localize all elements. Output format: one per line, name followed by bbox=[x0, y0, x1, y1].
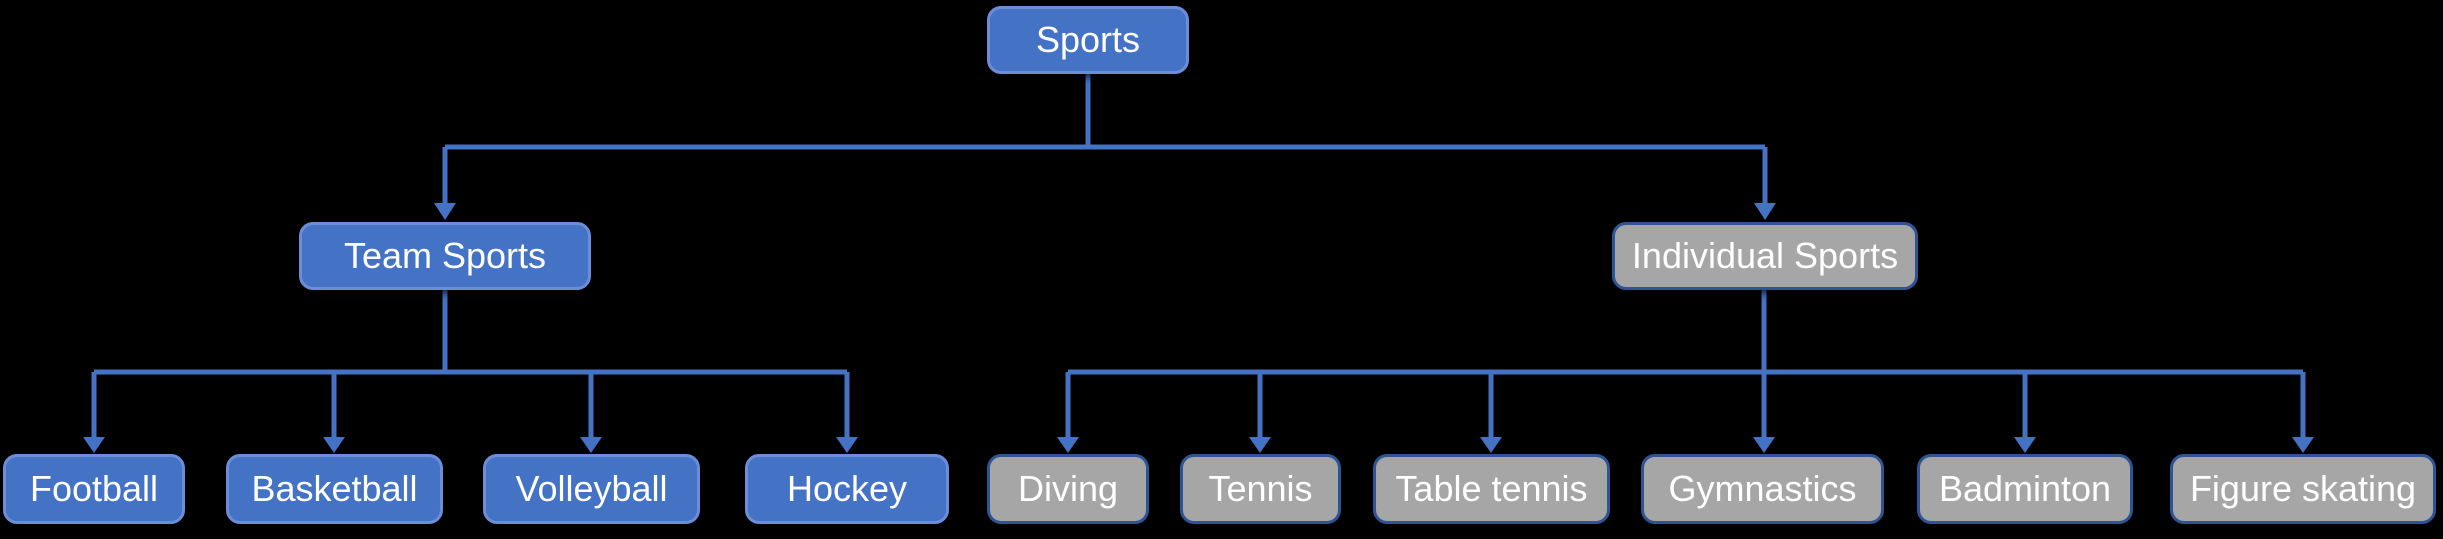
connector-team-sports-children bbox=[83, 290, 858, 453]
node-label: Sports bbox=[1035, 19, 1141, 60]
arrowhead-diving bbox=[1057, 437, 1079, 453]
node-team-sports: Team Sports bbox=[299, 222, 591, 290]
node-label: Figure skating bbox=[2189, 468, 2417, 509]
node-table-tennis: Table tennis bbox=[1373, 454, 1610, 524]
arrowhead-gymnastics bbox=[1753, 437, 1775, 453]
connector-root-to-branches bbox=[434, 74, 1776, 220]
node-label: Table tennis bbox=[1395, 468, 1588, 509]
node-basketball: Basketball bbox=[226, 454, 443, 524]
node-football: Football bbox=[3, 454, 185, 524]
node-label: Diving bbox=[1017, 468, 1119, 509]
node-label: Basketball bbox=[251, 468, 418, 509]
node-figure-skating: Figure skating bbox=[2170, 454, 2436, 524]
arrowhead-team-sports bbox=[434, 203, 456, 220]
node-label: Volleyball bbox=[515, 468, 668, 509]
arrowhead-figure-skating bbox=[2292, 437, 2314, 453]
arrowhead-badminton bbox=[2014, 437, 2036, 453]
node-badminton: Badminton bbox=[1917, 454, 2133, 524]
arrowhead-hockey bbox=[836, 437, 858, 453]
node-label: Badminton bbox=[1938, 468, 2112, 509]
node-label: Gymnastics bbox=[1668, 468, 1857, 509]
node-label: Football bbox=[29, 468, 159, 509]
node-volleyball: Volleyball bbox=[483, 454, 700, 524]
node-hockey: Hockey bbox=[745, 454, 949, 524]
arrowhead-tennis bbox=[1249, 437, 1271, 453]
arrowhead-football bbox=[83, 437, 105, 453]
arrowhead-volleyball bbox=[580, 437, 602, 453]
node-diving: Diving bbox=[987, 454, 1149, 524]
node-label: Hockey bbox=[786, 468, 908, 509]
node-label: Team Sports bbox=[343, 235, 547, 276]
node-label: Tennis bbox=[1208, 468, 1313, 509]
node-individual-sports: Individual Sports bbox=[1612, 222, 1918, 290]
node-gymnastics: Gymnastics bbox=[1641, 454, 1884, 524]
node-label: Individual Sports bbox=[1631, 235, 1899, 276]
connector-individual-sports-children bbox=[1057, 290, 2314, 453]
arrowhead-basketball bbox=[323, 437, 345, 453]
arrowhead-table-tennis bbox=[1480, 437, 1502, 453]
arrowhead-individual-sports bbox=[1754, 203, 1776, 220]
node-tennis: Tennis bbox=[1180, 454, 1341, 524]
node-sports: Sports bbox=[987, 6, 1189, 74]
